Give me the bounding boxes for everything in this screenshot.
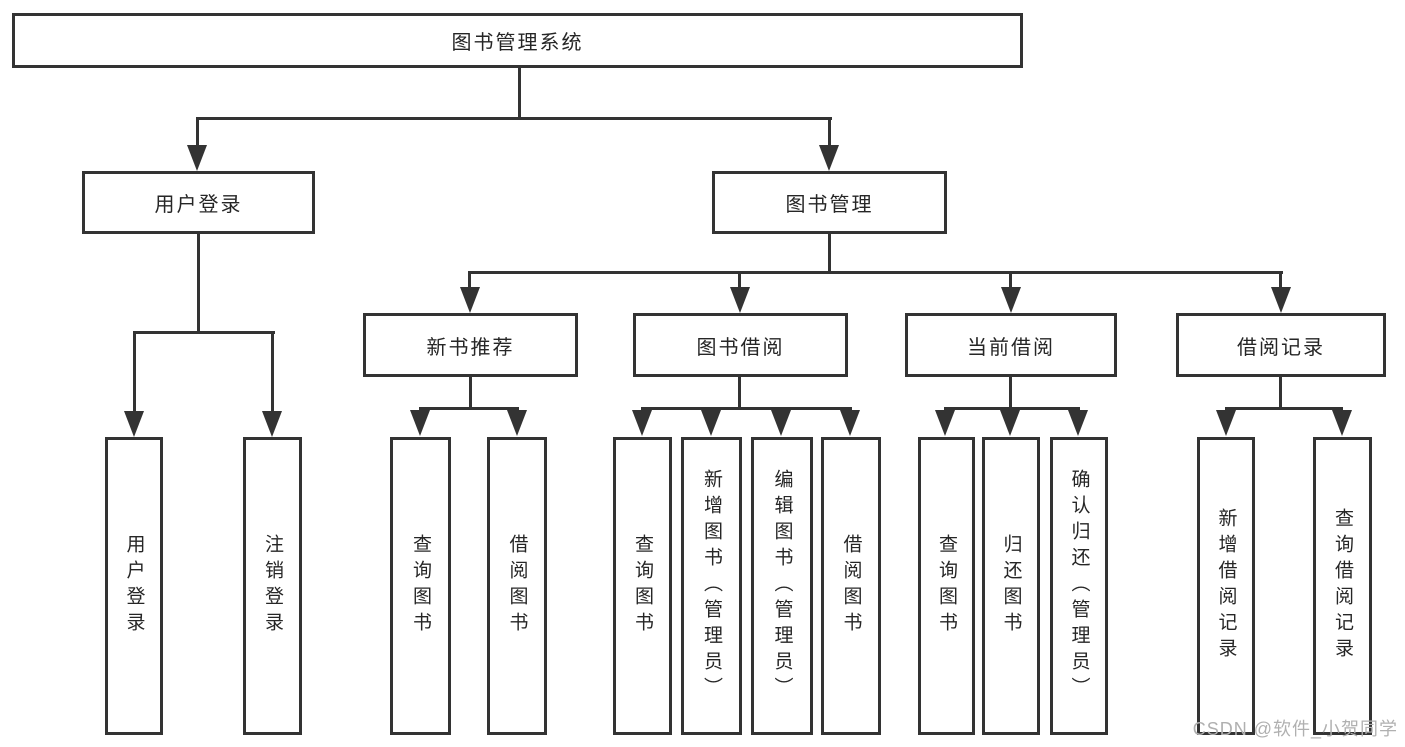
node-current-borrow: 当前借阅 xyxy=(905,313,1117,377)
arrow-down-icon xyxy=(730,287,750,313)
arrow-down-icon xyxy=(1000,410,1020,436)
connector-vline xyxy=(1279,375,1282,410)
arrow-down-icon xyxy=(262,411,282,437)
leaf-user-login: 用户登录 xyxy=(105,437,163,735)
connector-vline xyxy=(828,117,831,149)
arrow-down-icon xyxy=(771,410,791,436)
connector-vline xyxy=(469,375,472,410)
arrow-down-icon xyxy=(1068,410,1088,436)
connector-vline xyxy=(133,331,136,415)
leaf-borrow-query-books: 查询图书 xyxy=(613,437,672,735)
node-new-book-recommend: 新书推荐 xyxy=(363,313,578,377)
csdn-watermark: CSDN @软件_小贺同学 xyxy=(1192,719,1398,739)
connector-vline xyxy=(196,117,199,149)
arrow-down-icon xyxy=(124,411,144,437)
node-book-management: 图书管理 xyxy=(712,171,947,234)
arrow-down-icon xyxy=(632,410,652,436)
connector-vline xyxy=(1009,375,1012,410)
node-root: 图书管理系统 xyxy=(12,13,1023,68)
connector-vline xyxy=(518,66,521,120)
leaf-borrow-edit-books-admin: 编辑图书（管理员） xyxy=(751,437,813,735)
connector-vline xyxy=(738,271,741,293)
leaf-current-return-books: 归还图书 xyxy=(982,437,1040,735)
arrow-down-icon xyxy=(507,410,527,436)
leaf-current-confirm-return-admin: 确认归还（管理员） xyxy=(1050,437,1108,735)
connector-vline xyxy=(1279,271,1282,293)
node-borrow-records: 借阅记录 xyxy=(1176,313,1386,377)
arrow-down-icon xyxy=(410,410,430,436)
arrow-down-icon xyxy=(1216,410,1236,436)
leaf-newbooks-query-books: 查询图书 xyxy=(390,437,451,735)
connector-hline xyxy=(641,407,852,410)
connector-hline xyxy=(196,117,832,120)
leaf-current-query-books: 查询图书 xyxy=(918,437,975,735)
leaf-borrow-add-books-admin: 新增图书（管理员） xyxy=(681,437,742,735)
node-user-login: 用户登录 xyxy=(82,171,315,234)
connector-vline xyxy=(738,375,741,410)
arrow-down-icon xyxy=(460,287,480,313)
leaf-records-add-record: 新增借阅记录 xyxy=(1197,437,1255,735)
arrow-down-icon xyxy=(701,410,721,436)
leaf-records-query-record: 查询借阅记录 xyxy=(1313,437,1372,735)
arrow-down-icon xyxy=(187,145,207,171)
connector-vline xyxy=(828,232,831,274)
node-book-borrow: 图书借阅 xyxy=(633,313,848,377)
arrow-down-icon xyxy=(935,410,955,436)
connector-hline xyxy=(133,331,275,334)
arrow-down-icon xyxy=(819,145,839,171)
leaf-logout: 注销登录 xyxy=(243,437,302,735)
arrow-down-icon xyxy=(1001,287,1021,313)
connector-hline xyxy=(1225,407,1343,410)
leaf-newbooks-borrow-books: 借阅图书 xyxy=(487,437,547,735)
arrow-down-icon xyxy=(1271,287,1291,313)
connector-vline xyxy=(197,232,200,334)
connector-hline xyxy=(468,271,1283,274)
connector-hline xyxy=(419,407,519,410)
arrow-down-icon xyxy=(840,410,860,436)
connector-vline xyxy=(468,271,471,293)
connector-vline xyxy=(1009,271,1012,293)
leaf-borrow-borrow-books: 借阅图书 xyxy=(821,437,881,735)
connector-hline xyxy=(944,407,1080,410)
arrow-down-icon xyxy=(1332,410,1352,436)
connector-vline xyxy=(271,331,274,415)
